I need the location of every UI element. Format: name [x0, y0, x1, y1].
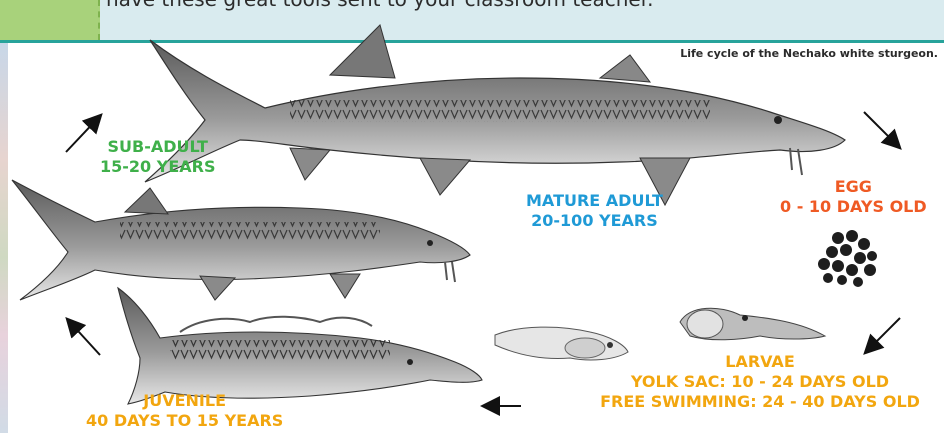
larvae-free-swimming: FREE SWIMMING: 24 - 40 DAYS OLD [590, 392, 930, 412]
mature-adult-sturgeon [145, 25, 845, 205]
egg-age: 0 - 10 DAYS OLD [780, 197, 927, 217]
subadult-sturgeon [12, 180, 470, 300]
mature-title: MATURE ADULT [526, 191, 663, 211]
mature-age: 20-100 YEARS [526, 211, 663, 231]
juvenile-sturgeon [118, 288, 482, 404]
label-subadult: SUB-ADULT 15-20 YEARS [100, 137, 215, 177]
label-egg: EGG 0 - 10 DAYS OLD [780, 177, 927, 217]
arrow-mature-to-egg [864, 112, 899, 147]
larva-free-swimming [680, 308, 825, 340]
subadult-age: 15-20 YEARS [100, 157, 215, 177]
label-juvenile: JUVENILE 40 DAYS TO 15 YEARS [86, 391, 283, 431]
egg-title: EGG [780, 177, 927, 197]
arrow-egg-to-larvae [866, 318, 900, 352]
egg-cluster [818, 230, 877, 287]
label-larvae: LARVAE YOLK SAC: 10 - 24 DAYS OLD FREE S… [590, 352, 930, 412]
arrow-subadult-to-mature [66, 116, 100, 152]
arrow-juvenile-to-subadult [68, 320, 100, 355]
juvenile-age: 40 DAYS TO 15 YEARS [86, 411, 283, 431]
larvae-yolk-sac: YOLK SAC: 10 - 24 DAYS OLD [590, 372, 930, 392]
larvae-title: LARVAE [590, 352, 930, 372]
subadult-title: SUB-ADULT [100, 137, 215, 157]
label-mature-adult: MATURE ADULT 20-100 YEARS [526, 191, 663, 231]
juvenile-title: JUVENILE [86, 391, 283, 411]
